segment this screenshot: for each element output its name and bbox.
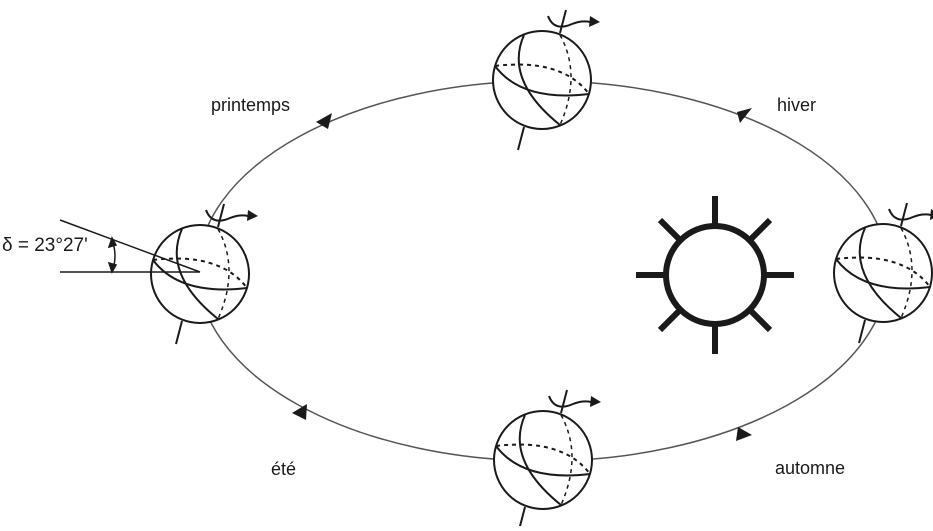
season-label-winter: hiver (777, 96, 816, 114)
season-label-summer: été (271, 460, 296, 478)
tilt-angle-label: δ = 23°27' (2, 236, 88, 255)
direction-arrowhead-icon (736, 427, 752, 441)
earth-globe-icon (493, 10, 600, 150)
orbit-ellipse (198, 81, 888, 461)
season-label-autumn: automne (775, 459, 845, 477)
earth-globe-icon (494, 390, 601, 526)
season-label-spring: printemps (211, 96, 290, 114)
earth-globe-icon (151, 204, 258, 344)
direction-arrowhead-icon (737, 108, 752, 123)
earth-globe-icon (834, 203, 933, 343)
sun-icon (636, 196, 794, 354)
